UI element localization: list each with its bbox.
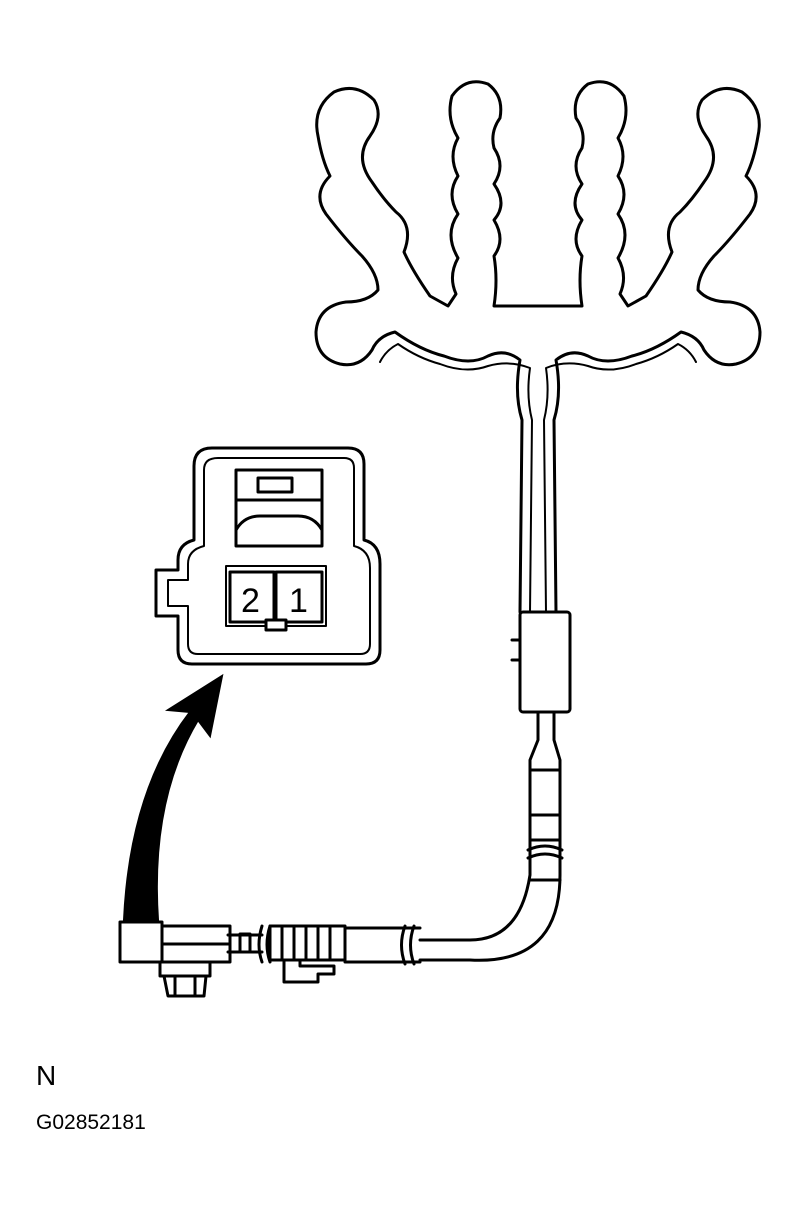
sensor-harness: [118, 80, 762, 998]
lock-tab: [234, 468, 324, 548]
terminal-cavity-2: [228, 570, 276, 624]
view-letter-label: N: [36, 1060, 57, 1091]
pointer-arrow: [122, 673, 224, 921]
wire-clip: [282, 958, 336, 984]
lead-sleeve: [518, 610, 572, 714]
connector-face-view: [154, 446, 382, 666]
pin-label-1: 1: [289, 582, 308, 620]
lead-wire: [418, 710, 540, 942]
sensor-outline: [314, 80, 762, 614]
sensor-inner-outline: [379, 343, 697, 613]
terminal-cavity-1: [274, 570, 324, 624]
sensor-connector: [118, 920, 164, 964]
pin-label-2: 2: [241, 582, 260, 620]
connector-outer-body: [154, 446, 382, 666]
figure-code: G02852181: [36, 1111, 146, 1134]
